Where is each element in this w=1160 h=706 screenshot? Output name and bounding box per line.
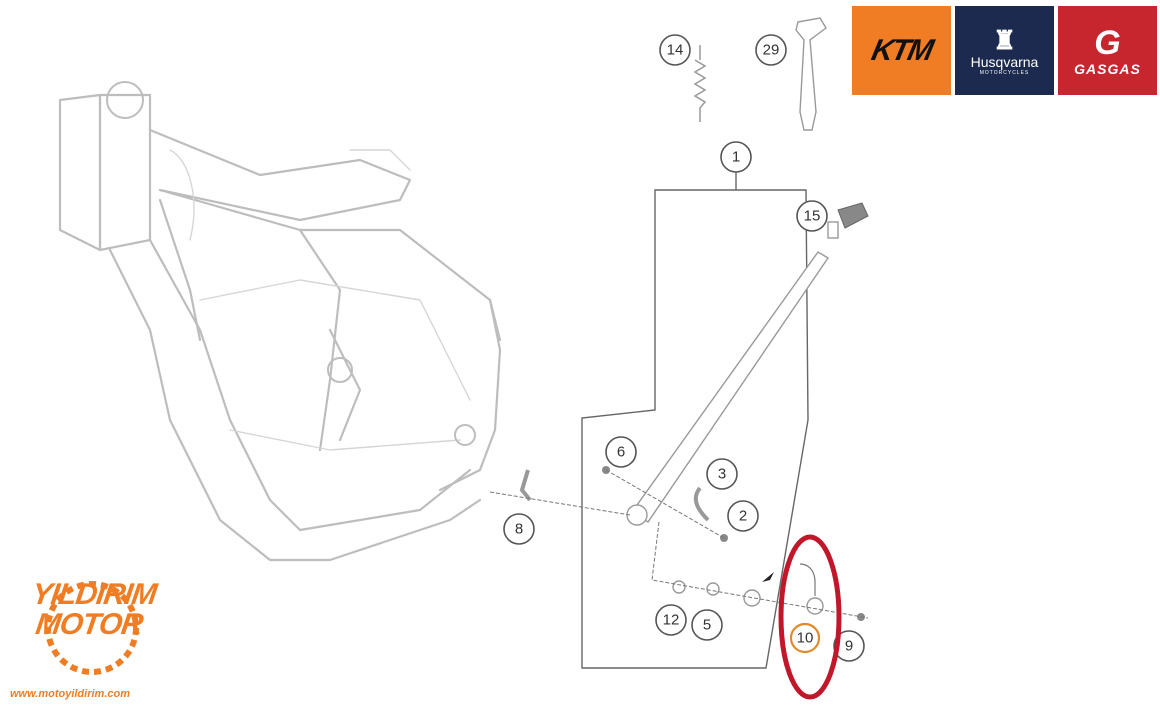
bushing-part bbox=[743, 589, 761, 607]
spacer-part bbox=[806, 597, 824, 615]
dealer-logo-line2: MOTOR bbox=[33, 608, 145, 641]
callout-10[interactable]: 10 bbox=[789, 622, 821, 654]
callout-label: 10 bbox=[797, 630, 814, 647]
ktm-logo-text: KTM bbox=[868, 33, 935, 67]
bracket-part bbox=[693, 486, 710, 522]
gasgas-logo: G GASGAS bbox=[1058, 6, 1157, 95]
callout-1[interactable]: 1 bbox=[720, 141, 752, 173]
washer-part bbox=[672, 580, 686, 594]
callout-label: 8 bbox=[515, 521, 523, 538]
ktm-logo: KTM bbox=[852, 6, 951, 95]
callout-12[interactable]: 12 bbox=[655, 604, 687, 636]
callout-label: 2 bbox=[739, 508, 747, 525]
callout-label: 5 bbox=[703, 617, 711, 634]
gasgas-g-icon: G bbox=[1094, 23, 1121, 62]
callout-3[interactable]: 3 bbox=[706, 458, 738, 490]
direction-arrow-icon bbox=[762, 572, 774, 582]
callout-15[interactable]: 15 bbox=[796, 200, 828, 232]
sprocket-icon bbox=[45, 581, 139, 675]
foot-part bbox=[827, 202, 869, 239]
callout-label: 1 bbox=[732, 149, 740, 166]
screw-part bbox=[720, 534, 728, 542]
clip-part bbox=[519, 469, 532, 502]
side-stand-part bbox=[626, 251, 829, 526]
rubber-pad-part bbox=[795, 17, 827, 131]
callout-label: 12 bbox=[663, 612, 680, 629]
callout-2[interactable]: 2 bbox=[727, 500, 759, 532]
dealer-logo-line1: YILDIRIM bbox=[29, 578, 159, 611]
motorcycle-frame bbox=[58, 81, 502, 562]
callout-6[interactable]: 6 bbox=[605, 436, 637, 468]
callout-label: 3 bbox=[718, 466, 726, 483]
dealer-logo: YILDIRIM MOTOR bbox=[26, 578, 164, 641]
washer-part bbox=[706, 582, 720, 596]
spring-part bbox=[693, 45, 707, 122]
gasgas-logo-text: GASGAS bbox=[1074, 60, 1141, 77]
highlight-ring bbox=[778, 534, 842, 700]
callout-label: 15 bbox=[804, 208, 821, 225]
callout-5[interactable]: 5 bbox=[691, 609, 723, 641]
husqvarna-logo-subtext: MOTORCYCLES bbox=[979, 69, 1030, 76]
husqvarna-crown-icon: ♜ bbox=[992, 24, 1017, 55]
husqvarna-logo-text: Husqvarna bbox=[970, 53, 1039, 70]
callout-14[interactable]: 14 bbox=[659, 34, 691, 66]
callout-label: 9 bbox=[845, 638, 853, 655]
dealer-url[interactable]: www.motoyildirim.com bbox=[10, 688, 130, 700]
callout-label: 6 bbox=[617, 444, 625, 461]
callout-label: 14 bbox=[667, 42, 684, 59]
callout-29[interactable]: 29 bbox=[755, 34, 787, 66]
callout-9[interactable]: 9 bbox=[833, 630, 865, 662]
callout-8[interactable]: 8 bbox=[503, 513, 535, 545]
husqvarna-logo: ♜ Husqvarna MOTORCYCLES bbox=[955, 6, 1054, 95]
callout-label: 29 bbox=[763, 42, 780, 59]
